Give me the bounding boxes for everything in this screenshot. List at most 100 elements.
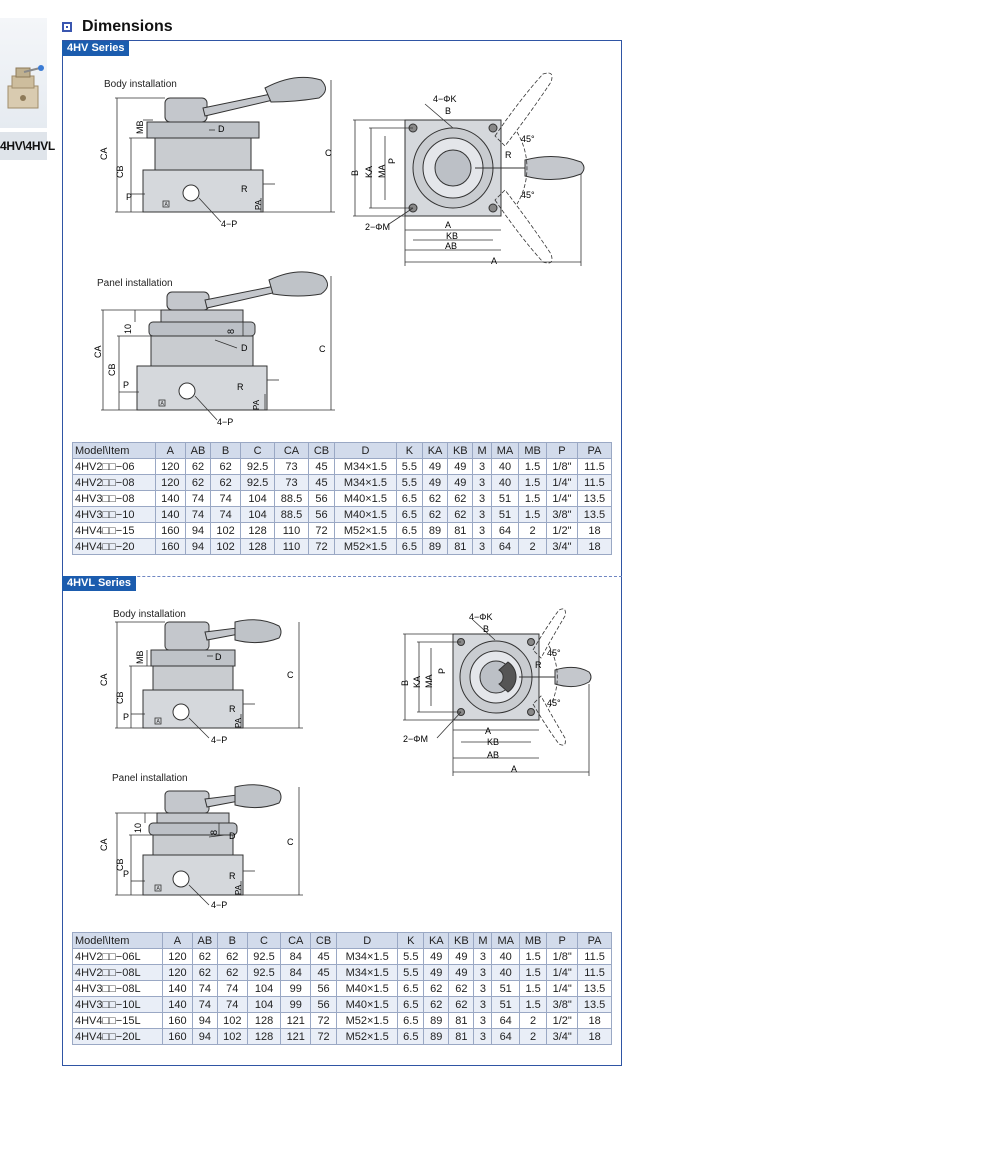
value-cell: 49 (423, 964, 450, 981)
value-cell: 92.5 (240, 474, 276, 491)
value-cell: 74 (184, 490, 212, 507)
value-cell: 18 (576, 522, 613, 539)
value-cell: 62 (423, 996, 450, 1013)
dimension-label: CA (99, 838, 109, 851)
value-cell: 56 (310, 996, 337, 1013)
column-header: P (545, 442, 578, 459)
value-cell: 49 (448, 964, 475, 981)
value-cell: 99 (280, 996, 312, 1013)
value-cell: 2 (518, 1028, 548, 1045)
value-cell: 94 (191, 1012, 218, 1029)
model-cell: 4HV2□□−06 (72, 458, 156, 475)
value-cell: 128 (246, 1012, 282, 1029)
column-header: KB (448, 932, 475, 949)
hv-body-installation-drawing: Body installation A CA CB MB D C P R PA … (99, 76, 335, 229)
column-header: CA (280, 932, 312, 949)
value-cell: 3 (473, 948, 493, 965)
value-cell: 62 (184, 458, 212, 475)
value-cell: 128 (246, 1028, 282, 1045)
column-header: PA (576, 442, 613, 459)
value-cell: 140 (154, 490, 186, 507)
value-cell: 49 (447, 458, 474, 475)
value-cell: 74 (216, 996, 248, 1013)
value-cell: 3 (472, 474, 492, 491)
model-cell: 4HV3□□−10L (71, 996, 164, 1013)
value-cell: 1/2" (546, 1012, 579, 1029)
value-cell: 81 (447, 538, 474, 555)
value-cell: 49 (421, 458, 449, 475)
value-cell: 62 (191, 948, 218, 965)
value-cell: 160 (162, 1012, 193, 1029)
value-cell: 1.5 (518, 948, 548, 965)
value-cell: 5.5 (397, 964, 425, 981)
value-cell: M34×1.5 (335, 964, 399, 981)
value-cell: M52×1.5 (334, 522, 397, 539)
value-cell: 5.5 (397, 948, 425, 965)
value-cell: 3 (473, 980, 493, 997)
value-cell: 110 (274, 538, 309, 555)
dimension-label: MA (377, 165, 387, 179)
value-cell: 56 (307, 490, 336, 507)
value-cell: 62 (216, 964, 248, 981)
dimension-label: AB (445, 241, 457, 251)
value-cell: 1/4" (546, 980, 579, 997)
value-cell: 6.5 (395, 506, 423, 523)
value-cell: 13.5 (576, 506, 613, 523)
dimension-label: KB (446, 231, 458, 241)
value-cell: 56 (310, 980, 337, 997)
column-header: C (246, 932, 282, 949)
dimension-label: B (350, 170, 360, 176)
value-cell: 2 (518, 538, 547, 555)
value-cell: 40 (491, 964, 520, 981)
value-cell: M34×1.5 (335, 948, 399, 965)
value-cell: 121 (280, 1028, 312, 1045)
dimension-label: A (491, 256, 497, 266)
dimension-label: D (218, 124, 225, 134)
value-cell: 102 (210, 538, 242, 555)
value-cell: 1.5 (518, 980, 548, 997)
value-cell: 120 (162, 948, 193, 965)
value-cell: 49 (423, 948, 450, 965)
value-cell: 160 (154, 538, 186, 555)
value-cell: 104 (246, 996, 282, 1013)
value-cell: M34×1.5 (334, 474, 397, 491)
dimension-label: KA (364, 166, 374, 178)
dimension-label: 45° (547, 648, 561, 658)
value-cell: 88.5 (274, 506, 309, 523)
value-cell: 92.5 (246, 948, 282, 965)
dimension-label: 10 (123, 324, 133, 334)
dimension-label: MB (135, 121, 145, 135)
value-cell: 1/2" (545, 522, 578, 539)
value-cell: 99 (280, 980, 312, 997)
column-header: D (334, 442, 397, 459)
value-cell: 89 (423, 1012, 450, 1029)
value-cell: 64 (490, 522, 520, 539)
value-cell: 6.5 (395, 522, 423, 539)
dimension-label: MB (135, 651, 145, 665)
dimension-label: MA (424, 675, 434, 689)
dimension-label: A (485, 726, 491, 736)
column-header: CB (310, 932, 337, 949)
value-cell: 62 (448, 980, 475, 997)
value-cell: 40 (490, 458, 520, 475)
dimension-label: 4−ΦK (469, 612, 492, 622)
column-header: KA (421, 442, 449, 459)
model-cell: 4HV2□□−08L (71, 964, 164, 981)
value-cell: 72 (307, 522, 336, 539)
dimension-label: B (400, 680, 410, 686)
value-cell: 92.5 (246, 964, 282, 981)
dimension-label: R (535, 660, 542, 670)
dimension-label: B (483, 624, 489, 634)
value-cell: 49 (421, 474, 449, 491)
column-header: C (240, 442, 276, 459)
column-header: A (154, 442, 186, 459)
value-cell: 73 (274, 474, 309, 491)
value-cell: 3 (472, 490, 492, 507)
column-header: KB (447, 442, 474, 459)
value-cell: 102 (210, 522, 242, 539)
hvl-panel-installation-drawing: Panel installation A CA CB 10 8 D C P R … (99, 773, 303, 910)
value-cell: 18 (577, 1012, 612, 1029)
value-cell: 120 (154, 474, 186, 491)
value-cell: 64 (491, 1028, 520, 1045)
